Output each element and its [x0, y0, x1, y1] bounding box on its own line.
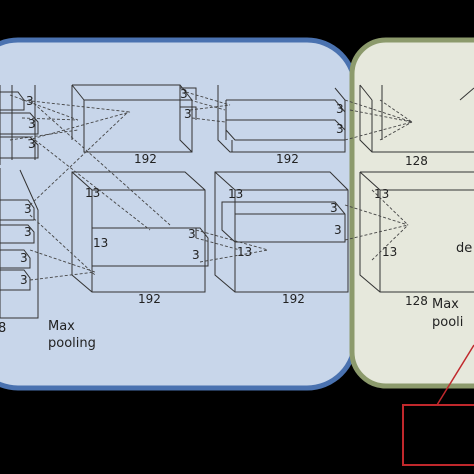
- right-max-pooling-label: Max: [432, 297, 459, 312]
- conv3-kernel-label: 3: [192, 248, 200, 262]
- left-kernel-label: 3: [28, 137, 36, 151]
- left-max-pooling-label: Max: [48, 319, 75, 334]
- conv3-depth-label: 192: [134, 152, 157, 166]
- conv4-spatial-label: 13: [228, 187, 243, 201]
- left-kernel-label: 3: [28, 117, 36, 131]
- conv3-spatial-label: 13: [85, 186, 100, 200]
- dense-label-partial: de: [456, 241, 472, 256]
- conv3-kernel-label: 3: [184, 107, 192, 121]
- conv4-kernel-label: 3: [336, 102, 344, 116]
- conv3-kernel-label: 3: [180, 87, 188, 101]
- conv5-depth-label: 128: [405, 154, 428, 168]
- conv4-kernel-label: 3: [336, 122, 344, 136]
- conv3-depth-label: 192: [138, 292, 161, 306]
- left-kernel-label: 3: [20, 273, 28, 287]
- conv3-spatial-label: 13: [93, 236, 108, 250]
- left-kernel-label: 3: [24, 202, 32, 216]
- callout-pointer-line: [436, 344, 474, 406]
- conv4-depth-label: 192: [276, 152, 299, 166]
- left-kernel-label: 3: [24, 225, 32, 239]
- conv4-blocks: [214, 85, 349, 293]
- right-max-pooling-label: pooli: [432, 315, 463, 330]
- conv5-blocks: [359, 84, 474, 293]
- callout-box: [402, 404, 474, 466]
- left-max-pooling-label: pooling: [48, 336, 96, 351]
- conv3-kernel-label: 3: [188, 227, 196, 241]
- conv5-spatial-label: 13: [374, 187, 389, 201]
- conv4-kernel-label: 3: [334, 223, 342, 237]
- left-column-blocks: [0, 85, 39, 319]
- conv4-kernel-label: 3: [330, 201, 338, 215]
- conv5-spatial-label: 13: [382, 245, 397, 259]
- conv4-depth-label: 192: [282, 292, 305, 306]
- conv4-spatial-label: 13: [237, 245, 252, 259]
- green-layer-group-panel: [349, 37, 474, 389]
- left-edge-digit: 8: [0, 321, 6, 336]
- conv5-depth-label: 128: [405, 294, 428, 308]
- left-kernel-label: 3: [20, 251, 28, 265]
- connection-lines: [9, 91, 413, 281]
